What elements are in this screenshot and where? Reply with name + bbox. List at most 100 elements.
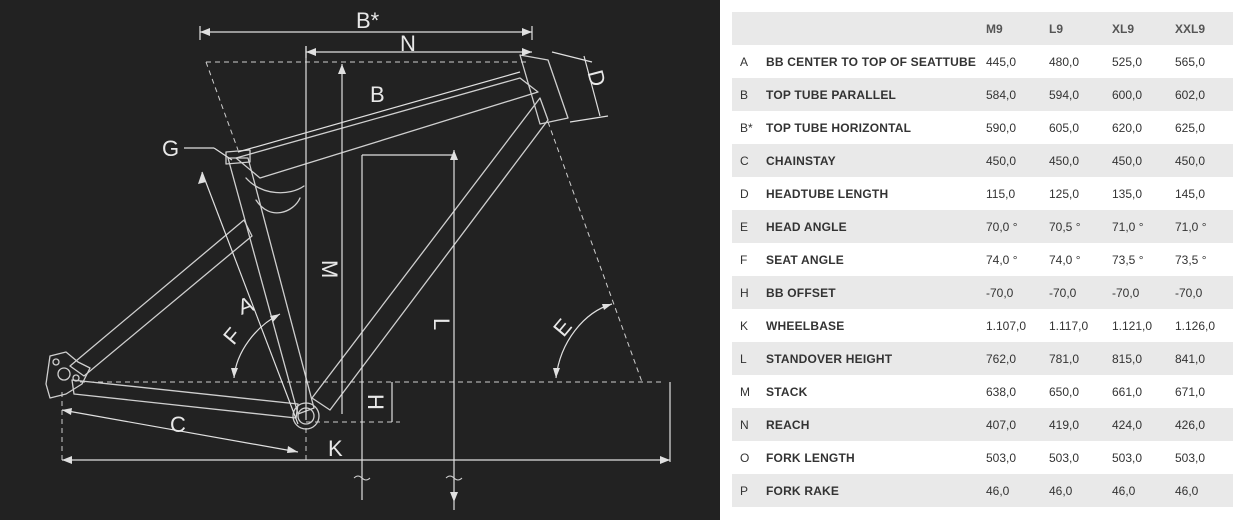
row-value: 671,0 [1175, 384, 1206, 399]
head-tube [519, 54, 569, 125]
row-code: P [740, 483, 749, 498]
row-code: O [740, 450, 750, 465]
row-code: C [740, 153, 749, 168]
label-f: F [218, 323, 246, 349]
row-value: 503,0 [1112, 450, 1143, 465]
row-value: 450,0 [1112, 153, 1143, 168]
row-value: -70,0 [1112, 285, 1140, 300]
label-c: C [170, 412, 186, 437]
row-value: 419,0 [1049, 417, 1080, 432]
row-value: 426,0 [1175, 417, 1206, 432]
row-value: 815,0 [1112, 351, 1143, 366]
row-value: 638,0 [986, 384, 1017, 399]
rear-dropout [45, 351, 91, 399]
row-value: -70,0 [1049, 285, 1077, 300]
row-value: -70,0 [986, 285, 1014, 300]
label-n: N [400, 31, 416, 56]
row-value: 503,0 [986, 450, 1017, 465]
row-value: 450,0 [1175, 153, 1206, 168]
row-name: SEAT ANGLE [766, 252, 845, 267]
row-value: 1.107,0 [986, 318, 1027, 333]
label-e: E [548, 314, 577, 341]
row-name: HEADTUBE LENGTH [766, 186, 889, 201]
row-value: 73,5 ° [1175, 252, 1207, 267]
row-name: BB OFFSET [766, 285, 836, 300]
row-code: M [740, 384, 750, 399]
row-name: BB CENTER TO TOP OF SEATTUBE [766, 54, 977, 69]
row-name: REACH [766, 417, 810, 432]
seat-stay [69, 219, 253, 377]
row-value: 762,0 [986, 351, 1017, 366]
row-value: 73,5 ° [1112, 252, 1144, 267]
row-value: 445,0 [986, 54, 1017, 69]
row-value: 145,0 [1175, 186, 1206, 201]
row-value: 1.121,0 [1112, 318, 1153, 333]
row-code: A [740, 54, 749, 69]
label-g: G [162, 136, 179, 161]
row-value: 450,0 [986, 153, 1017, 168]
header-size-m9: M9 [986, 21, 1003, 36]
label-m: M [317, 260, 342, 278]
row-value: 841,0 [1175, 351, 1206, 366]
row-name: FORK RAKE [766, 483, 840, 498]
row-value: -70,0 [1175, 285, 1203, 300]
row-value: 46,0 [1049, 483, 1073, 498]
row-code: B [740, 87, 749, 102]
row-value: 650,0 [1049, 384, 1080, 399]
table-row: C CHAINSTAY 450,0 450,0 450,0 450,0 [732, 144, 1233, 177]
row-code: B* [740, 120, 753, 135]
row-code: E [740, 219, 749, 234]
row-name: CHAINSTAY [766, 153, 836, 168]
row-value: 424,0 [1112, 417, 1143, 432]
row-value: 620,0 [1112, 120, 1143, 135]
top-tube [235, 77, 539, 179]
row-value: 135,0 [1112, 186, 1143, 201]
seat-tube [227, 157, 315, 415]
row-value: 600,0 [1112, 87, 1143, 102]
label-k: K [328, 436, 343, 461]
label-h: H [363, 394, 388, 410]
label-b: B [370, 82, 385, 107]
row-code: N [740, 417, 749, 432]
row-value: 115,0 [986, 186, 1016, 201]
header-size-xl9: XL9 [1112, 21, 1135, 36]
row-value: 1.117,0 [1049, 318, 1089, 333]
row-value: 605,0 [1049, 120, 1080, 135]
row-value: 661,0 [1112, 384, 1143, 399]
row-code: F [740, 252, 748, 267]
label-b-star: B* [356, 8, 380, 33]
row-value: 74,0 ° [1049, 252, 1081, 267]
header-code [732, 12, 766, 45]
label-l: L [429, 318, 454, 330]
row-name: TOP TUBE HORIZONTAL [766, 120, 912, 135]
row-value: 70,5 ° [1049, 219, 1081, 234]
row-value: 584,0 [986, 87, 1017, 102]
row-name: STACK [766, 384, 808, 399]
row-value: 503,0 [1049, 450, 1080, 465]
row-value: 1.126,0 [1175, 318, 1216, 333]
row-name: TOP TUBE PARALLEL [766, 87, 897, 102]
row-value: 70,0 ° [986, 219, 1018, 234]
header-name [766, 12, 986, 45]
row-value: 565,0 [1175, 54, 1206, 69]
down-tube [311, 97, 549, 411]
header-size-l9: L9 [1049, 21, 1064, 36]
row-value: 590,0 [986, 120, 1017, 135]
row-value: 71,0 ° [1112, 219, 1144, 234]
row-value: 46,0 [1112, 483, 1136, 498]
row-name: FORK LENGTH [766, 450, 855, 465]
label-d: D [583, 67, 611, 89]
row-value: 450,0 [1049, 153, 1080, 168]
row-code: L [740, 351, 747, 366]
row-value: 125,0 [1049, 186, 1080, 201]
